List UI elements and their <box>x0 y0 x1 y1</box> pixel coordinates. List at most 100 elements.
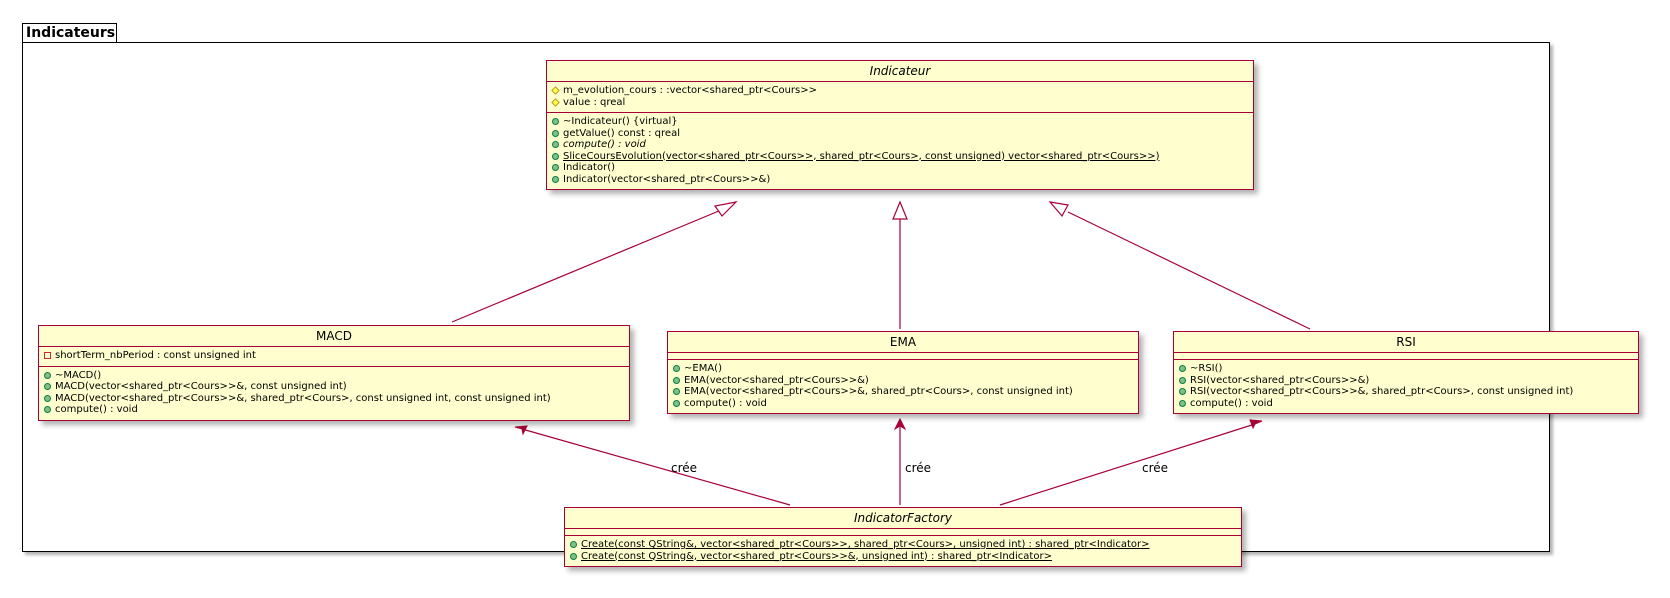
method-text: SliceCoursEvolution(vector<shared_ptr<Co… <box>563 150 1160 162</box>
method-text: compute() : void <box>1190 397 1273 409</box>
public-visibility-icon <box>44 406 51 413</box>
public-visibility-icon <box>552 141 559 148</box>
method-text: compute() : void <box>55 404 138 415</box>
method-text: compute() : void <box>563 139 646 150</box>
public-visibility-icon <box>44 383 51 390</box>
inheritance-rsi <box>1067 211 1311 330</box>
dependency-factory-macd <box>521 428 791 506</box>
public-visibility-icon <box>552 129 559 137</box>
method-text: ~RSI() <box>1190 363 1223 374</box>
package-name: Indicateurs <box>26 25 116 41</box>
public-visibility-icon <box>552 152 559 160</box>
public-visibility-icon <box>673 388 680 395</box>
attribute-row: m_evolution_cours : :vector<shared_ptr<C… <box>551 85 1253 97</box>
relation-label-rsi: crée <box>1142 461 1169 475</box>
method-row: Create(const QString&, vector<shared_ptr… <box>569 539 1241 551</box>
method-row: Indicator(vector<shared_ptr<Cours>>&) <box>551 174 1253 186</box>
method-text: ~EMA() <box>684 363 722 374</box>
method-text: RSI(vector<shared_ptr<Cours>>&, shared_p… <box>1190 386 1574 397</box>
public-visibility-icon <box>552 164 559 171</box>
public-visibility-icon <box>673 399 680 407</box>
public-visibility-icon <box>44 371 51 379</box>
class-name: MACD <box>39 326 629 347</box>
attribute-row: shortTerm_nbPeriod : const unsigned int <box>43 350 629 362</box>
method-row: RSI(vector<shared_ptr<Cours>>&) <box>1178 375 1638 387</box>
method-row: RSI(vector<shared_ptr<Cours>>&, shared_p… <box>1178 386 1638 398</box>
public-visibility-icon <box>1179 376 1186 384</box>
method-row: EMA(vector<shared_ptr<Cours>>&) <box>672 375 1138 387</box>
attribute-text: m_evolution_cours : :vector<shared_ptr<C… <box>563 85 818 96</box>
method-row: MACD(vector<shared_ptr<Cours>>&, shared_… <box>43 393 629 405</box>
private-visibility-icon <box>44 352 51 359</box>
attributes-section <box>565 529 1241 536</box>
package-tab: Indicateurs <box>22 23 117 43</box>
method-text: MACD(vector<shared_ptr<Cours>>&, const u… <box>55 381 347 392</box>
method-row: getValue() const : qreal <box>551 128 1253 140</box>
method-text: Indicator(vector<shared_ptr<Cours>>&) <box>563 173 771 185</box>
class-rsi[interactable]: RSI ~RSI()RSI(vector<shared_ptr<Cours>>&… <box>1173 331 1639 414</box>
public-visibility-icon <box>552 175 559 183</box>
method-row: EMA(vector<shared_ptr<Cours>>&, shared_p… <box>672 386 1138 398</box>
public-visibility-icon <box>570 552 577 560</box>
relation-label-macd: crée <box>671 461 698 475</box>
method-text: EMA(vector<shared_ptr<Cours>>&, shared_p… <box>684 386 1073 397</box>
methods-section: ~MACD()MACD(vector<shared_ptr<Cours>>&, … <box>39 367 629 420</box>
methods-section: ~RSI()RSI(vector<shared_ptr<Cours>>&)RSI… <box>1174 360 1638 413</box>
class-ema[interactable]: EMA ~EMA()EMA(vector<shared_ptr<Cours>>&… <box>667 331 1139 414</box>
attributes-section <box>668 353 1138 360</box>
attribute-text: value : qreal <box>563 96 626 108</box>
method-row: Create(const QString&, vector<shared_ptr… <box>569 551 1241 563</box>
class-indicateur[interactable]: Indicateur m_evolution_cours : :vector<s… <box>546 60 1254 190</box>
inheritance-arrowhead-ema <box>892 200 908 220</box>
method-row: Indicator() <box>551 162 1253 174</box>
methods-section: ~Indicateur() {virtual}getValue() const … <box>547 113 1253 189</box>
dependency-factory-rsi <box>999 423 1256 506</box>
method-row: ~RSI() <box>1178 363 1638 375</box>
method-row: SliceCoursEvolution(vector<shared_ptr<Co… <box>551 151 1253 163</box>
method-row: compute() : void <box>43 404 629 416</box>
dependency-arrowhead-rsi <box>1249 419 1263 430</box>
method-text: Create(const QString&, vector<shared_ptr… <box>581 550 1052 562</box>
class-indicatorfactory[interactable]: IndicatorFactory Create(const QString&, … <box>564 507 1242 567</box>
attributes-section: m_evolution_cours : :vector<shared_ptr<C… <box>547 82 1253 113</box>
method-text: Indicator() <box>563 162 615 173</box>
method-text: RSI(vector<shared_ptr<Cours>>&) <box>1190 374 1370 386</box>
method-text: compute() : void <box>684 397 767 409</box>
relation-label-ema: crée <box>905 461 932 475</box>
public-visibility-icon <box>552 118 559 125</box>
class-name: Indicateur <box>547 61 1253 82</box>
method-text: getValue() const : qreal <box>563 127 680 139</box>
public-visibility-icon <box>673 365 680 372</box>
method-text: EMA(vector<shared_ptr<Cours>>&) <box>684 374 869 386</box>
method-row: compute() : void <box>551 139 1253 151</box>
inheritance-macd <box>451 207 727 323</box>
method-row: ~MACD() <box>43 370 629 382</box>
class-name: IndicatorFactory <box>565 508 1241 529</box>
class-macd[interactable]: MACD shortTerm_nbPeriod : const unsigned… <box>38 325 630 421</box>
method-row: ~Indicateur() {virtual} <box>551 116 1253 128</box>
method-row: MACD(vector<shared_ptr<Cours>>&, const u… <box>43 381 629 393</box>
methods-section: ~EMA()EMA(vector<shared_ptr<Cours>>&)EMA… <box>668 360 1138 413</box>
class-name: RSI <box>1174 332 1638 353</box>
dependency-arrowhead-ema <box>893 417 907 431</box>
public-visibility-icon <box>1179 365 1186 372</box>
method-text: Create(const QString&, vector<shared_ptr… <box>581 539 1150 550</box>
attribute-row: value : qreal <box>551 97 1253 109</box>
attributes-section <box>1174 353 1638 360</box>
protected-visibility-icon <box>551 86 560 95</box>
method-row: compute() : void <box>672 398 1138 410</box>
attributes-section: shortTerm_nbPeriod : const unsigned int <box>39 347 629 367</box>
inheritance-arrowhead-rsi <box>1048 201 1069 218</box>
public-visibility-icon <box>1179 388 1186 395</box>
method-row: compute() : void <box>1178 398 1638 410</box>
class-name: EMA <box>668 332 1138 353</box>
attribute-text: shortTerm_nbPeriod : const unsigned int <box>55 350 256 361</box>
protected-visibility-icon <box>551 97 560 107</box>
method-text: ~Indicateur() {virtual} <box>563 116 678 127</box>
method-text: ~MACD() <box>55 369 102 381</box>
public-visibility-icon <box>1179 399 1186 407</box>
public-visibility-icon <box>673 376 680 384</box>
public-visibility-icon <box>570 541 577 548</box>
public-visibility-icon <box>44 394 51 402</box>
